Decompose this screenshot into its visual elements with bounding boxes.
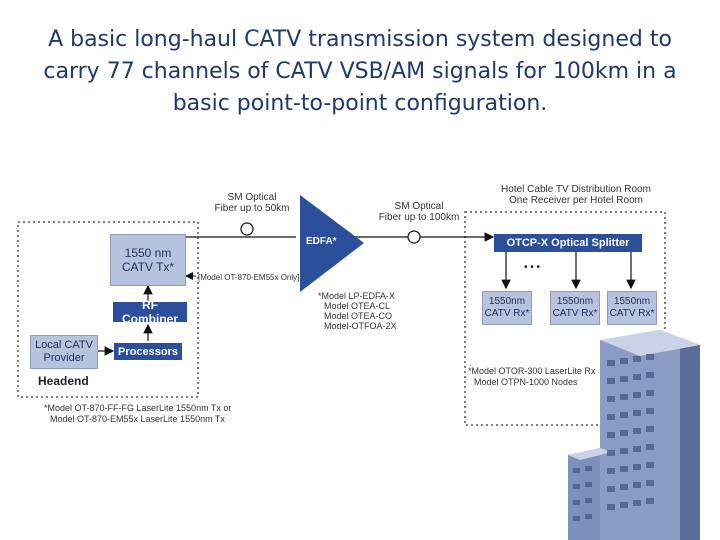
local-catv-provider-box: Local CATV Provider bbox=[30, 335, 98, 369]
rx3-line1: 1550nm bbox=[613, 296, 651, 307]
receiver-models: *Model OTOR-300 LaserLite Rx Model OTPN-… bbox=[468, 366, 596, 388]
fiber1-label: SM Optical Fiber up to 50km bbox=[212, 192, 292, 214]
rx2-line2: CATV Rx* bbox=[552, 308, 598, 319]
hotel-frame bbox=[464, 211, 666, 426]
headend-frame bbox=[17, 221, 199, 398]
fiber2-label-line1: SM Optical bbox=[394, 201, 444, 212]
edfa-model-4: Model-OTFOA-2X bbox=[324, 321, 397, 331]
edfa-model-1: *Model LP-EDFA-X bbox=[318, 291, 396, 301]
fiber2-label-line2: Fiber up to 100km bbox=[378, 212, 460, 223]
tx-model-note: [Model OT-870-EM55x Only] bbox=[198, 273, 300, 282]
optical-splitter-box: OTCP-X Optical Splitter bbox=[494, 234, 642, 252]
local-catv-line2: Provider bbox=[43, 352, 85, 364]
local-catv-line1: Local CATV bbox=[35, 339, 93, 351]
catv-receiver-2: 1550nm CATV Rx* bbox=[550, 291, 600, 325]
hotel-label-line1: Hotel Cable TV Distribution Room bbox=[501, 184, 651, 195]
fiber1-label-line1: SM Optical bbox=[227, 192, 277, 203]
headend-note: *Model OT-870-FF-FG LaserLite 1550nm Tx … bbox=[44, 403, 231, 425]
tx-line1: 1550 nm bbox=[124, 246, 172, 260]
rx1-line1: 1550nm bbox=[488, 296, 526, 307]
edfa-model-3: Model OTEA-CO bbox=[324, 311, 393, 321]
rx3-line2: CATV Rx* bbox=[609, 308, 655, 319]
splitter-ellipsis: • • • bbox=[524, 262, 541, 273]
catv-transmitter-box: 1550 nm CATV Tx* bbox=[110, 234, 186, 286]
fiber-loop-1 bbox=[240, 222, 254, 236]
rx-model-1: *Model OTOR-300 LaserLite Rx bbox=[468, 366, 596, 376]
edfa-models: *Model LP-EDFA-X Model OTEA-CL Model OTE… bbox=[318, 291, 397, 331]
edfa-model-2: Model OTEA-CL bbox=[324, 301, 391, 311]
headend-note-line2: Model OT-870-EM55x LaserLite 1550nm Tx bbox=[50, 414, 225, 424]
rx1-line2: CATV Rx* bbox=[484, 308, 530, 319]
edfa-amplifier bbox=[300, 195, 364, 292]
rf-combiner-box: RF Combiner bbox=[113, 298, 187, 326]
catv-receiver-1: 1550nm CATV Rx* bbox=[482, 291, 532, 325]
fiber-loop-2 bbox=[407, 230, 421, 244]
catv-receiver-3: 1550nm CATV Rx* bbox=[607, 291, 657, 325]
fiber1-label-line2: Fiber up to 50km bbox=[214, 203, 290, 214]
processors-box: Processors bbox=[114, 343, 182, 360]
hotel-label-line2: One Receiver per Hotel Room bbox=[509, 195, 643, 206]
tx-line2: CATV Tx* bbox=[121, 260, 175, 274]
page-title: A basic long-haul CATV transmission syst… bbox=[43, 27, 677, 116]
edfa-label: EDFA* bbox=[306, 236, 337, 247]
rx-model-2: Model OTPN-1000 Nodes bbox=[474, 377, 578, 387]
hotel-building-illustration bbox=[568, 330, 700, 540]
fiber2-label: SM Optical Fiber up to 100km bbox=[376, 201, 462, 223]
hotel-label: Hotel Cable TV Distribution Room One Rec… bbox=[496, 184, 656, 206]
headend-note-line1: *Model OT-870-FF-FG LaserLite 1550nm Tx … bbox=[44, 403, 232, 413]
headend-label: Headend bbox=[38, 374, 89, 388]
rx2-line1: 1550nm bbox=[556, 296, 594, 307]
